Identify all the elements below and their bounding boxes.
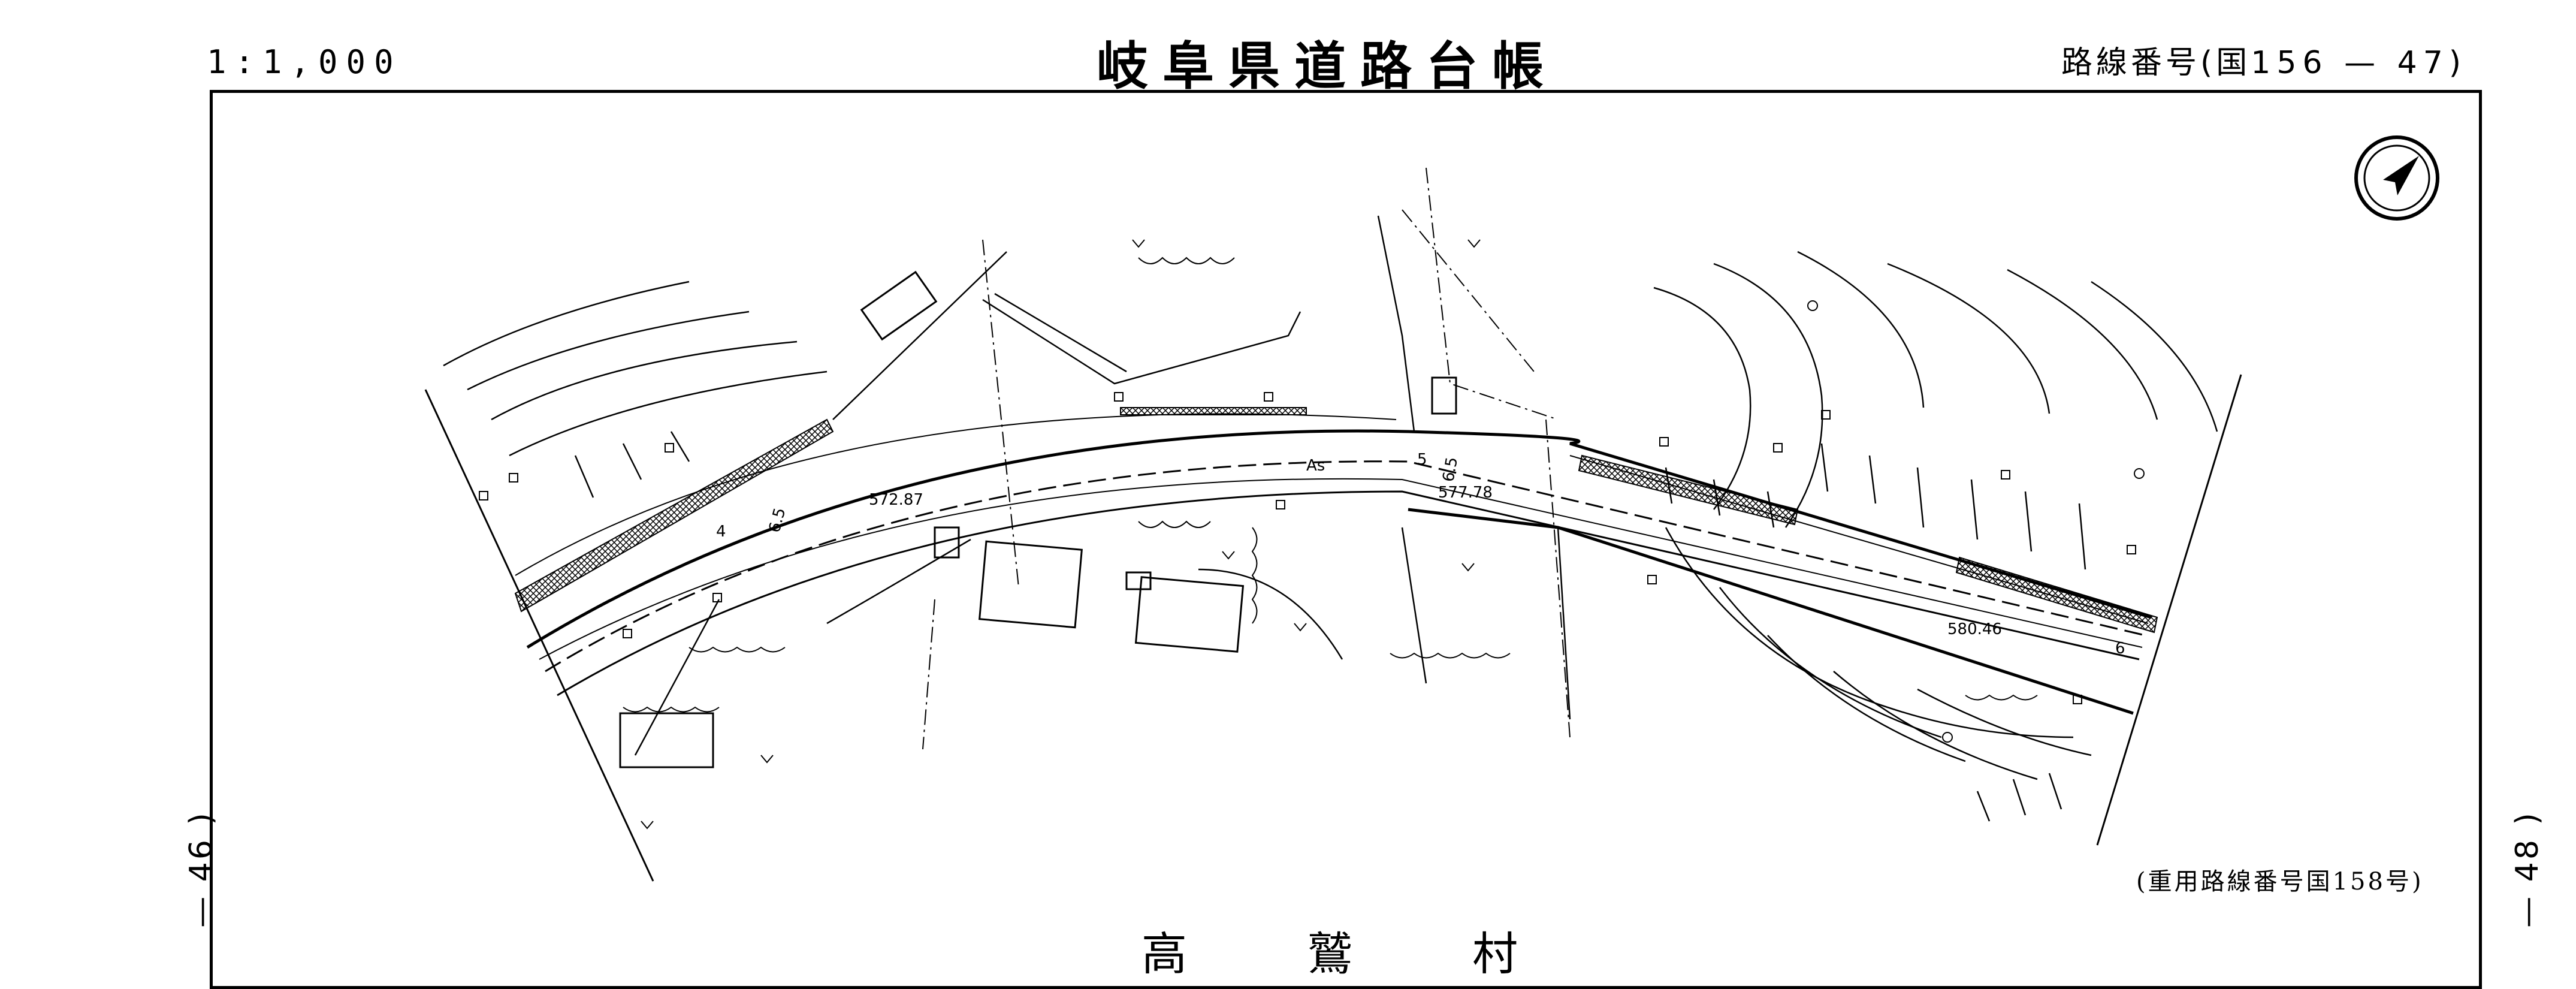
concurrent-route-note: (重用路線番号国158号): [2136, 868, 2424, 895]
page-title: 岐阜県道路台帳: [1097, 37, 1558, 97]
municipality-name: 高鷲村: [1141, 927, 1638, 981]
route-number: 路線番号(国156 — 47): [2061, 37, 2465, 82]
contour-lines-right: [1653, 251, 2218, 780]
route-prefix: 路線番号(国: [2061, 45, 2251, 81]
embankment-symbols: [623, 257, 2038, 713]
land-use-symbols: [479, 239, 2145, 830]
elevation-label-2: 577.78: [1438, 484, 1493, 502]
route-suffix: ): [2448, 45, 2465, 81]
width-label-4: 4: [716, 523, 726, 541]
pavement-label: As: [1306, 457, 1325, 475]
contour-lines-left: [443, 281, 828, 457]
slope-ticks: [574, 431, 2086, 822]
section-boundary-lines: [424, 374, 2242, 882]
map-scale: 1:1,000: [207, 43, 402, 81]
width-label-6-5-a: 6.5: [766, 506, 790, 535]
width-label-6: 6: [2115, 640, 2125, 658]
elevation-label-3: 580.46: [1947, 620, 2002, 638]
north-arrow-icon: [2354, 135, 2439, 221]
route-number-value: 156 — 47: [2251, 45, 2449, 81]
width-label-6-5-b: 6.5: [1439, 456, 1461, 483]
hatched-retaining-walls: [514, 407, 2158, 634]
elevation-label-1: 572.87: [869, 491, 923, 509]
property-boundaries: [922, 167, 1571, 750]
width-label-5: 5: [1417, 451, 1427, 469]
road-map: As 572.87 577.78 580.46 4 6.5 5 6.5 6: [424, 167, 2242, 882]
buildings: [619, 270, 1457, 768]
